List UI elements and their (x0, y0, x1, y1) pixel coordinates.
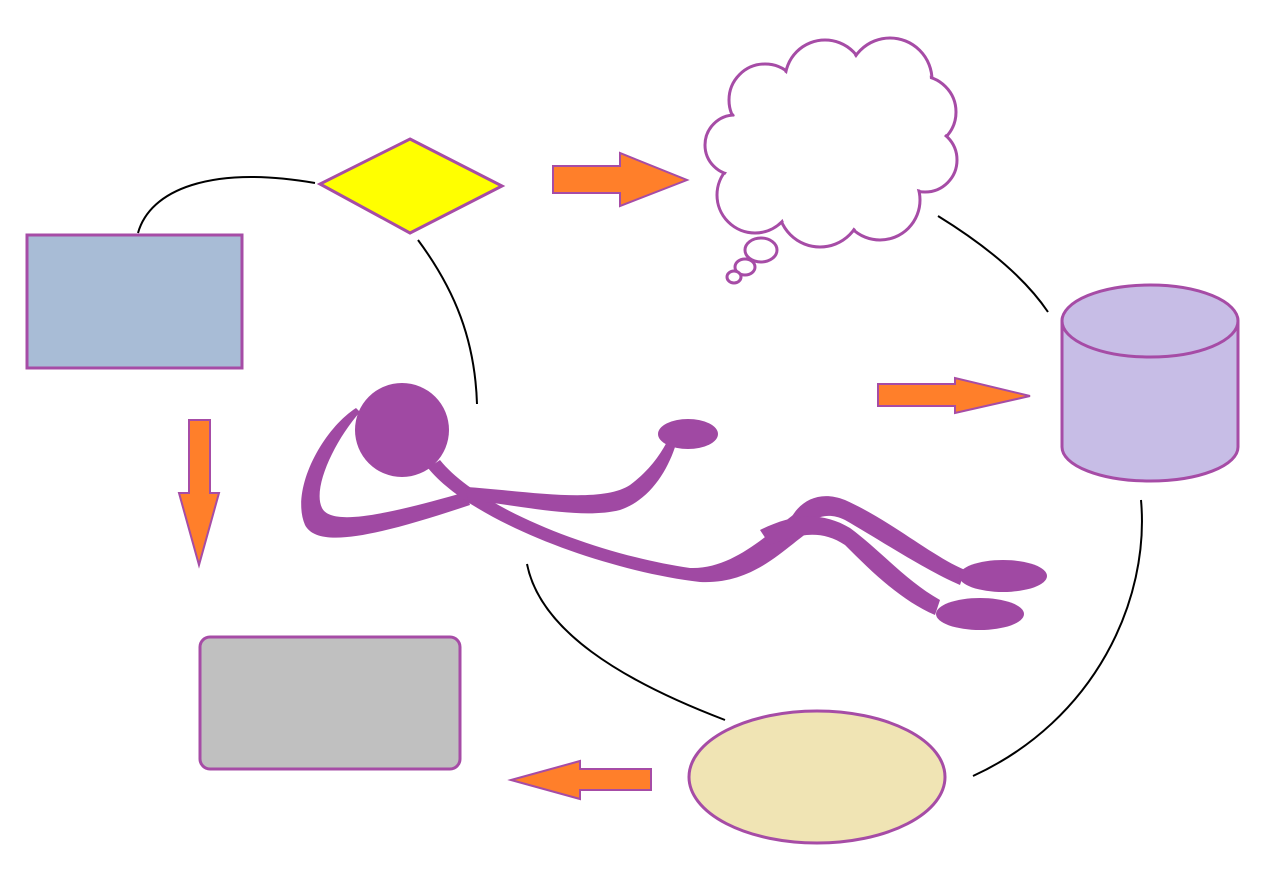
connector-diamond-figure (417, 239, 478, 405)
rounded-rectangle-node[interactable] (198, 635, 462, 771)
ellipse-node[interactable] (687, 709, 947, 845)
connector-rectangle-diamond (137, 176, 316, 234)
arrow-right-to-cylinder (877, 376, 1031, 415)
thought-bubble-large (743, 236, 779, 264)
figure-torso (428, 460, 820, 583)
arrow-down-rectangle-to-rounded-rect (177, 419, 221, 569)
cylinder-node[interactable] (1060, 283, 1240, 483)
arrow-left-ellipse-to-rounded-rect (507, 759, 652, 801)
figure-head (355, 383, 449, 477)
thought-bubble-small (725, 269, 743, 285)
figure-upper-foot (959, 560, 1047, 592)
arrow-right-diamond-to-cloud (552, 151, 690, 208)
thought-bubble-medium (733, 257, 757, 277)
rectangle-node[interactable] (25, 233, 244, 370)
figure-left-arm (301, 408, 470, 538)
figure-right-hand (658, 419, 718, 449)
connector-cloud-cylinder (937, 215, 1049, 313)
connectors (137, 176, 1143, 777)
thought-cloud-node[interactable] (703, 36, 959, 285)
connector-cylinder-ellipse (972, 499, 1143, 777)
cylinder-top (1060, 283, 1240, 359)
figure-upper-leg (790, 496, 965, 585)
figure-right-arm (465, 440, 676, 514)
diamond-node[interactable] (316, 137, 506, 235)
figure-lower-foot (936, 598, 1024, 630)
figure-lower-leg (760, 516, 940, 615)
reclining-figure (301, 383, 1047, 630)
cloud-center-fill (725, 75, 935, 215)
connector-figure-ellipse (526, 563, 726, 721)
